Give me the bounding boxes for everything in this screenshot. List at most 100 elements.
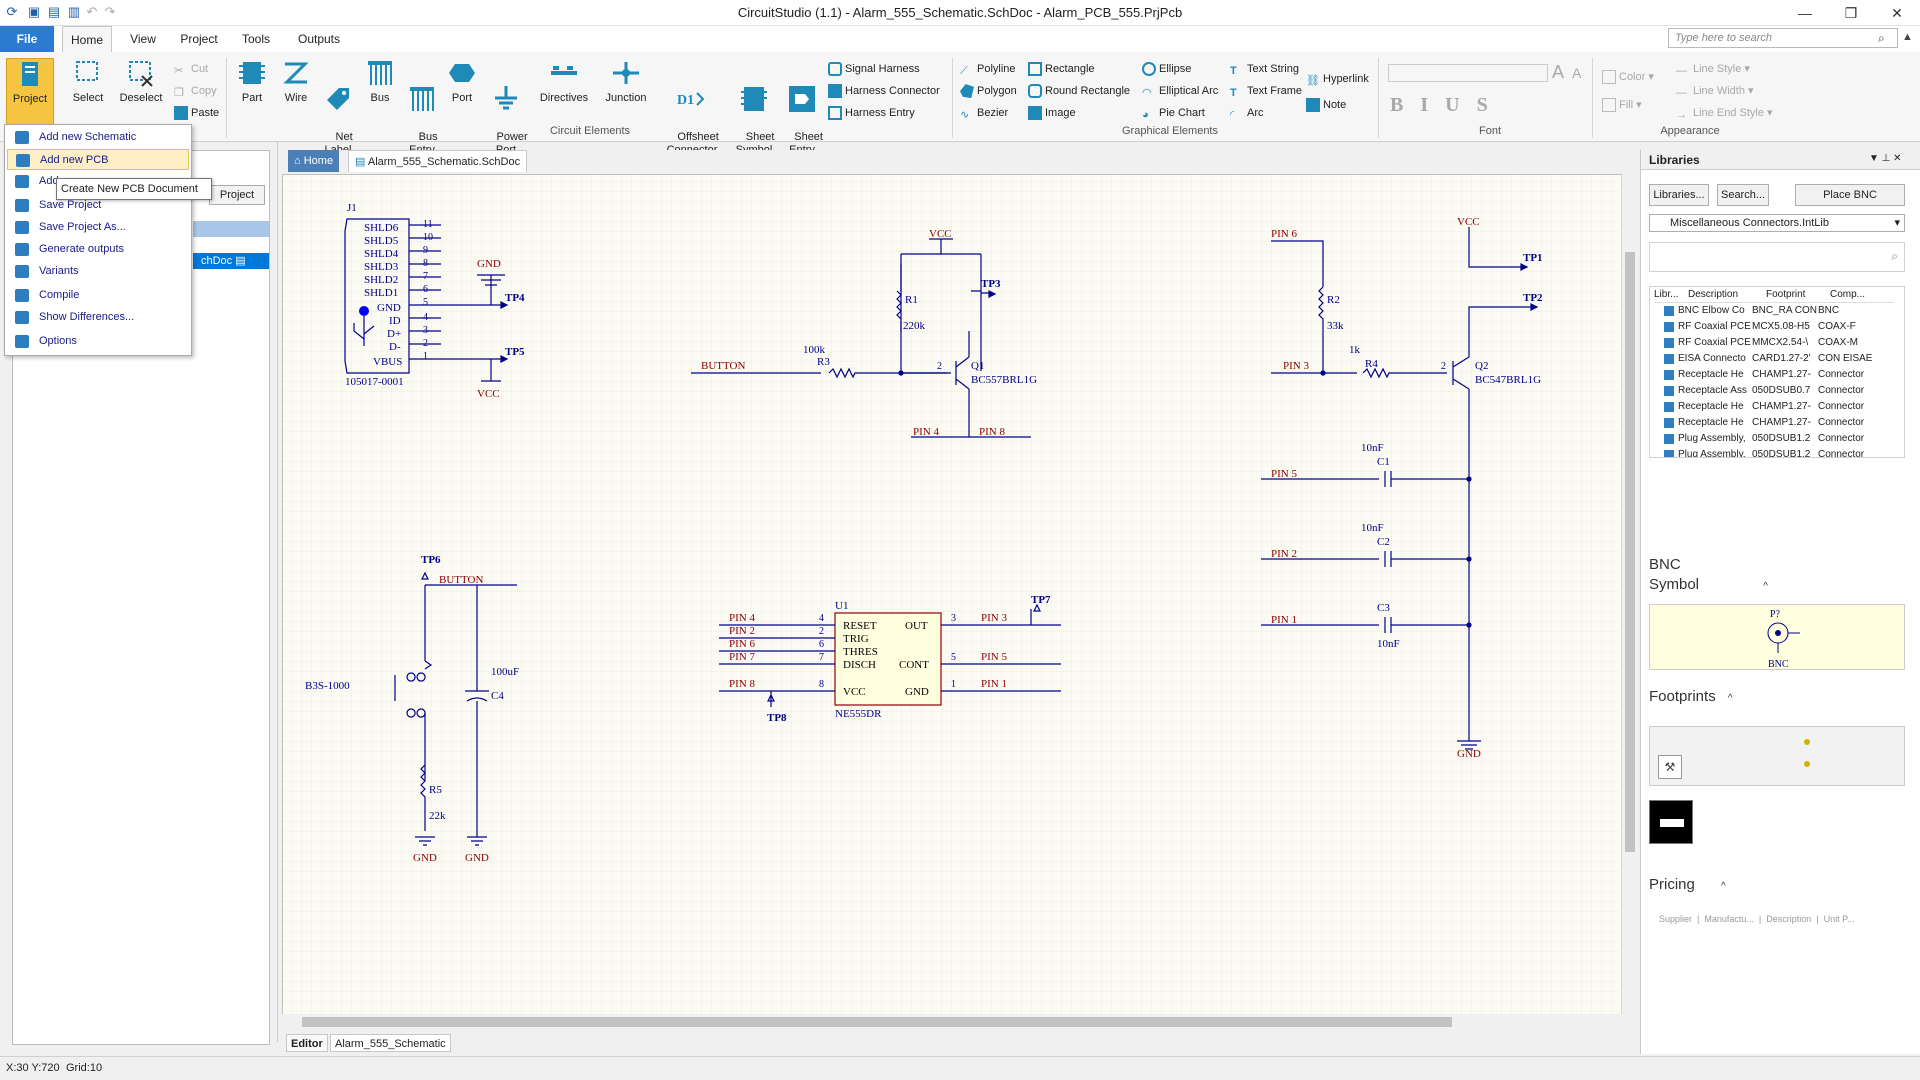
deselect-button[interactable]: Deselect: [116, 58, 166, 105]
rectangle-button[interactable]: Rectangle: [1028, 60, 1095, 78]
vertical-scrollbar[interactable]: [1622, 174, 1638, 1020]
hyperlink-button[interactable]: ⛓Hyperlink: [1306, 73, 1369, 88]
ribbon-collapse-icon[interactable]: ▲: [1902, 31, 1913, 43]
vertical-scroll-thumb[interactable]: [1625, 252, 1635, 852]
project-tree-item[interactable]: [193, 221, 269, 237]
bus-button[interactable]: Bus: [360, 58, 400, 105]
footprint-3d-thumbnail[interactable]: [1649, 800, 1693, 844]
harness-entry-button[interactable]: Harness Entry: [828, 104, 915, 122]
pie-chart-button[interactable]: ◕Pie Chart: [1142, 107, 1205, 122]
tab-schematic-editor[interactable]: Alarm_555_Schematic: [330, 1034, 451, 1052]
horizontal-scrollbar[interactable]: [282, 1014, 1622, 1030]
line-end-style-button[interactable]: →Line End Style ▾: [1676, 107, 1773, 122]
junction-button[interactable]: Junction: [598, 58, 654, 105]
font-grow-icon[interactable]: A: [1552, 62, 1565, 82]
horizontal-scroll-thumb[interactable]: [302, 1017, 1452, 1027]
elliptical-arc-button[interactable]: ◠Elliptical Arc: [1142, 85, 1219, 100]
quick-save-icon[interactable]: ▤: [47, 4, 61, 19]
tab-editor[interactable]: Editor: [286, 1034, 328, 1052]
font-shrink-icon[interactable]: A: [1572, 65, 1582, 81]
search-input[interactable]: Type here to search: [1668, 28, 1898, 48]
image-button[interactable]: Image: [1028, 104, 1076, 122]
cut-button[interactable]: ✂Cut: [174, 63, 209, 78]
minimize-button[interactable]: —: [1798, 5, 1812, 21]
fill-button[interactable]: Fill ▾: [1602, 96, 1642, 114]
library-filter-input[interactable]: ⌕: [1649, 242, 1905, 272]
bezier-button[interactable]: ∿Bezier: [960, 107, 1009, 122]
search-button[interactable]: Search...: [1717, 184, 1769, 206]
library-select[interactable]: Miscellaneous Connectors.IntLib▾: [1649, 214, 1905, 232]
paste-button[interactable]: Paste: [174, 104, 219, 122]
schematic-tree-item[interactable]: chDoc ▤: [193, 253, 269, 269]
select-button[interactable]: Select: [66, 58, 110, 105]
libraries-button[interactable]: Libraries...: [1649, 184, 1709, 206]
menu-item-save-project-as[interactable]: Save Project As...: [7, 217, 189, 238]
restore-button[interactable]: ❐: [1844, 5, 1858, 21]
redo-icon[interactable]: ↷: [104, 4, 116, 19]
close-button[interactable]: ✕: [1891, 5, 1903, 21]
undo-icon[interactable]: ↶: [86, 4, 98, 19]
menu-item-add-new-schematic[interactable]: Add new Schematic: [7, 127, 189, 148]
menu-item-show-differences[interactable]: Show Differences...: [7, 307, 189, 328]
menu-item-options[interactable]: Options: [7, 331, 189, 352]
menu-item-save-project[interactable]: Save Project: [7, 195, 189, 216]
tab-home-doc[interactable]: ⌂ Home: [288, 150, 340, 172]
menu-item-variants[interactable]: Variants: [7, 261, 189, 282]
arc-button[interactable]: ◜Arc: [1230, 107, 1264, 122]
project-tab-button[interactable]: Project: [209, 185, 265, 205]
part-button[interactable]: Part: [232, 58, 272, 105]
symbol-section-header[interactable]: Symbol ^: [1649, 576, 1768, 593]
font-name-select[interactable]: [1388, 64, 1548, 82]
bus-entry-button[interactable]: Bus Entry: [402, 58, 442, 170]
component-list-row[interactable]: RF Coaxial PCEMMCX2.54-\COAX-M: [1654, 335, 1894, 351]
directives-button[interactable]: Directives: [536, 58, 592, 105]
font-style-buttons[interactable]: B I U S: [1390, 94, 1494, 116]
footprints-section-header[interactable]: Footprints ^: [1649, 688, 1733, 705]
tab-schematic-doc[interactable]: ▤ Alarm_555_Schematic.SchDoc: [348, 150, 528, 172]
tab-project[interactable]: Project: [180, 32, 218, 46]
polyline-button[interactable]: ⟋Polyline: [960, 63, 1016, 78]
tab-outputs[interactable]: Outputs: [297, 32, 341, 46]
quick-open-icon[interactable]: ▣: [27, 4, 41, 19]
line-style-button[interactable]: ―Line Style ▾: [1676, 63, 1750, 78]
line-width-button[interactable]: ―Line Width ▾: [1676, 85, 1754, 100]
wire-button[interactable]: Wire: [276, 58, 316, 105]
menu-item-add-new-pcb[interactable]: Add new PCB: [7, 149, 189, 170]
schematic-canvas[interactable]: J1 105017-0001 SHLD6 SHLD5 SHLD4 SHLD3 S…: [282, 174, 1623, 1021]
project-button[interactable]: Project: [6, 58, 54, 126]
note-button[interactable]: Note: [1306, 96, 1346, 114]
color-button[interactable]: Color ▾: [1602, 68, 1654, 86]
wrench-icon[interactable]: ⚒: [1658, 755, 1682, 779]
tab-view[interactable]: View: [130, 32, 156, 46]
port-button[interactable]: Port: [444, 58, 480, 105]
pricing-section-header[interactable]: Pricing ^: [1649, 876, 1726, 893]
quick-save-all-icon[interactable]: ▥: [67, 4, 81, 19]
ellipse-button[interactable]: Ellipse: [1142, 60, 1191, 78]
tab-tools[interactable]: Tools: [241, 32, 270, 46]
place-button[interactable]: Place BNC: [1795, 184, 1905, 206]
harness-connector-button[interactable]: Harness Connector: [828, 82, 940, 100]
round-rectangle-button[interactable]: Round Rectangle: [1028, 82, 1130, 100]
file-menu[interactable]: File: [0, 26, 54, 52]
menu-item-compile[interactable]: Compile: [7, 285, 189, 306]
polygon-button[interactable]: Polygon: [960, 82, 1017, 100]
search-icon[interactable]: ⌕: [1878, 31, 1885, 45]
copy-button[interactable]: ❐Copy: [174, 85, 217, 100]
menu-item-add[interactable]: Add: [7, 171, 189, 192]
tab-home[interactable]: Home: [62, 26, 112, 53]
signal-harness-button[interactable]: Signal Harness: [828, 60, 920, 78]
menu-item-generate-outputs[interactable]: Generate outputs: [7, 239, 189, 260]
panel-controls-icon[interactable]: ▼ ⊥ ✕: [1869, 153, 1902, 164]
